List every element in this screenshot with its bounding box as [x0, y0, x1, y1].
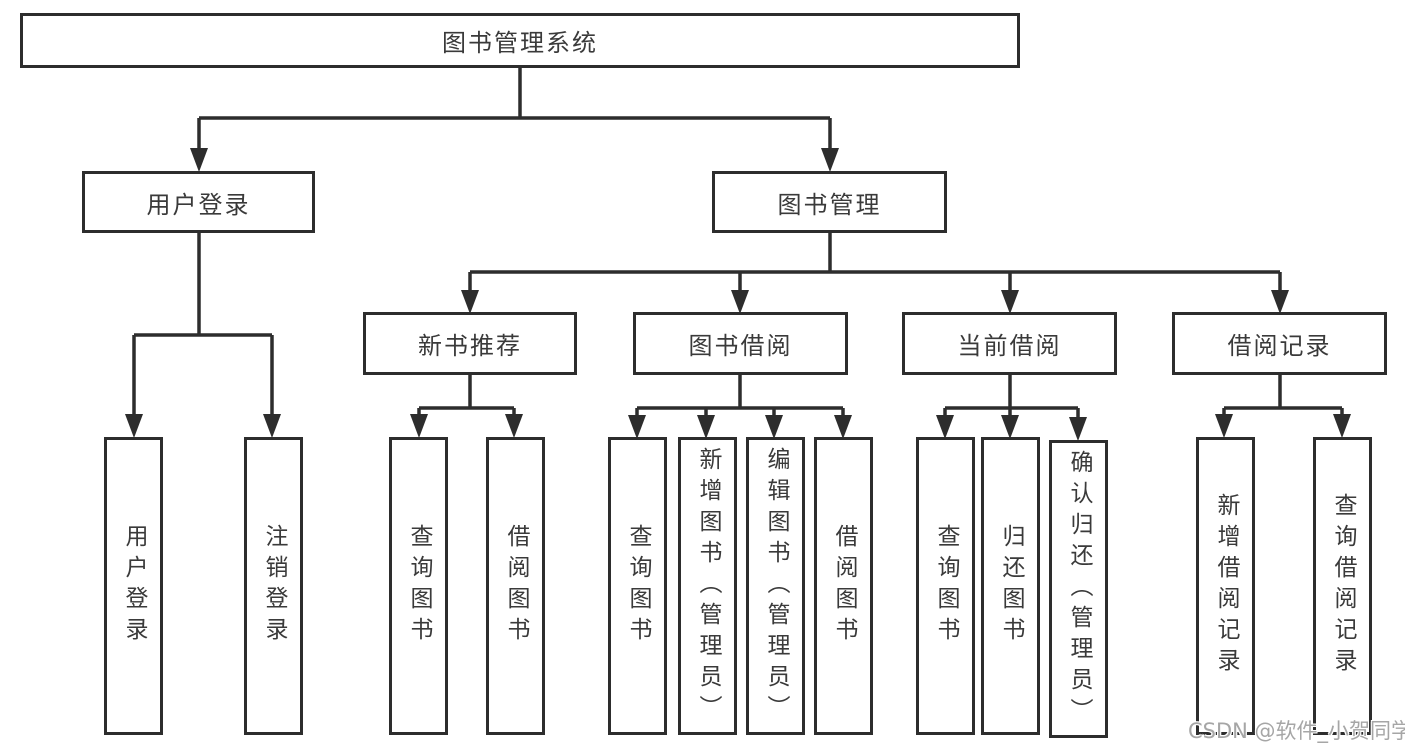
leaf-query-books-current: 查询图书 — [916, 437, 975, 735]
node-book-borrowing: 图书借阅 — [633, 312, 848, 375]
node-user-login: 用户登录 — [82, 171, 315, 233]
leaf-query-books-borrowing: 查询图书 — [608, 437, 667, 735]
leaf-query-borrowing-record: 查询借阅记录 — [1313, 437, 1372, 735]
csdn-watermark: CSDN @软件_小贺同学 — [1188, 719, 1405, 743]
leaf-add-borrowing-record: 新增借阅记录 — [1196, 437, 1255, 735]
leaf-confirm-return-admin: 确认归还（管理员） — [1049, 440, 1108, 738]
leaf-add-book-admin: 新增图书（管理员） — [678, 437, 737, 735]
leaf-borrow-books-borrowing: 借阅图书 — [814, 437, 873, 735]
leaf-logout: 注销登录 — [244, 437, 303, 735]
leaf-edit-book-admin: 编辑图书（管理员） — [746, 437, 805, 735]
leaf-return-books: 归还图书 — [981, 437, 1040, 735]
leaf-query-books-recommend: 查询图书 — [389, 437, 448, 735]
node-borrowing-records: 借阅记录 — [1172, 312, 1387, 375]
leaf-borrow-books-recommend: 借阅图书 — [486, 437, 545, 735]
node-library-system: 图书管理系统 — [20, 13, 1020, 68]
node-book-management: 图书管理 — [712, 171, 947, 233]
leaf-user-login: 用户登录 — [104, 437, 163, 735]
node-new-book-recommendation: 新书推荐 — [363, 312, 577, 375]
node-current-borrowing: 当前借阅 — [902, 312, 1117, 375]
